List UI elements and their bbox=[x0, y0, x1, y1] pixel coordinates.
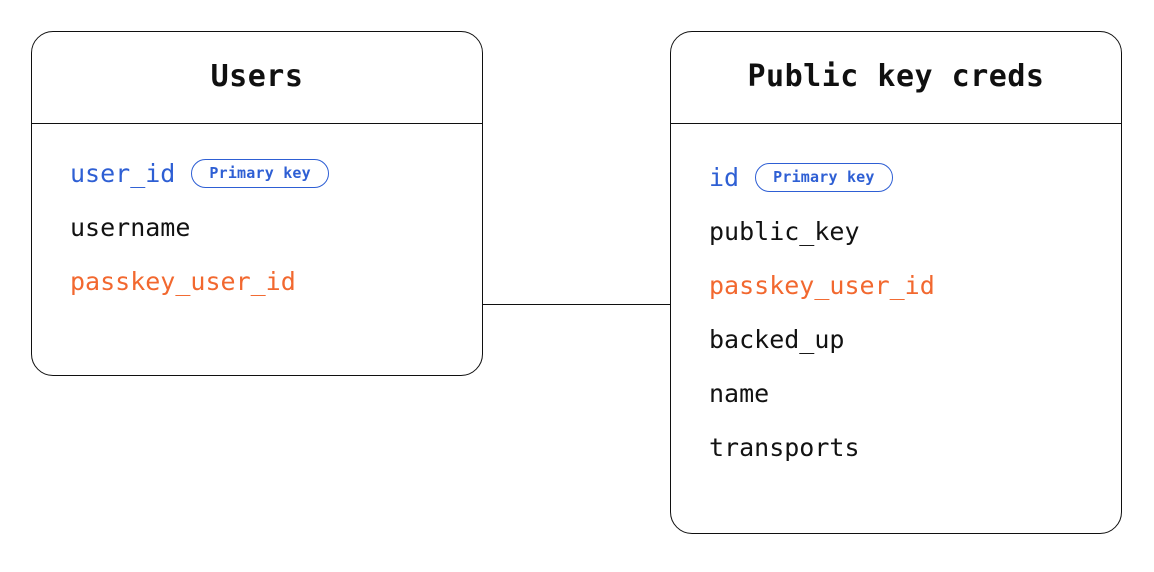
field-name-username: username bbox=[70, 212, 191, 242]
field-name-passkey-user-id: passkey_user_id bbox=[709, 270, 935, 300]
field-name-transports: transports bbox=[709, 432, 860, 462]
entity-title-public-key-creds: Public key creds bbox=[747, 59, 1045, 94]
entity-field-row[interactable]: name bbox=[709, 366, 1121, 420]
relationship-connector-line bbox=[482, 304, 671, 305]
entity-field-row[interactable]: username bbox=[70, 200, 482, 254]
entity-field-row[interactable]: id Primary key bbox=[709, 150, 1121, 204]
entity-field-row[interactable]: passkey_user_id bbox=[70, 254, 482, 308]
primary-key-badge: Primary key bbox=[191, 158, 329, 188]
field-name-passkey-user-id: passkey_user_id bbox=[70, 266, 296, 296]
entity-field-list-users: user_id Primary key username passkey_use… bbox=[32, 146, 482, 308]
entity-field-row[interactable]: public_key bbox=[709, 204, 1121, 258]
entity-field-row[interactable]: passkey_user_id bbox=[709, 258, 1121, 312]
entity-field-list-public-key-creds: id Primary key public_key passkey_user_i… bbox=[671, 150, 1121, 474]
entity-header-divider bbox=[32, 123, 482, 124]
field-name-id: id bbox=[709, 162, 740, 192]
entity-field-row[interactable]: user_id Primary key bbox=[70, 146, 482, 200]
entity-field-row[interactable]: backed_up bbox=[709, 312, 1121, 366]
entity-header-divider bbox=[671, 123, 1121, 124]
field-name-public-key: public_key bbox=[709, 216, 860, 246]
field-name-name: name bbox=[709, 378, 770, 408]
field-name-user-id: user_id bbox=[70, 158, 176, 188]
entity-card-public-key-creds[interactable]: Public key creds id Primary key public_k… bbox=[670, 31, 1122, 534]
primary-key-badge: Primary key bbox=[755, 162, 893, 192]
field-name-backed-up: backed_up bbox=[709, 324, 845, 354]
entity-card-users[interactable]: Users user_id Primary key username passk… bbox=[31, 31, 483, 376]
entity-field-row[interactable]: transports bbox=[709, 420, 1121, 474]
entity-title-users: Users bbox=[210, 59, 304, 94]
